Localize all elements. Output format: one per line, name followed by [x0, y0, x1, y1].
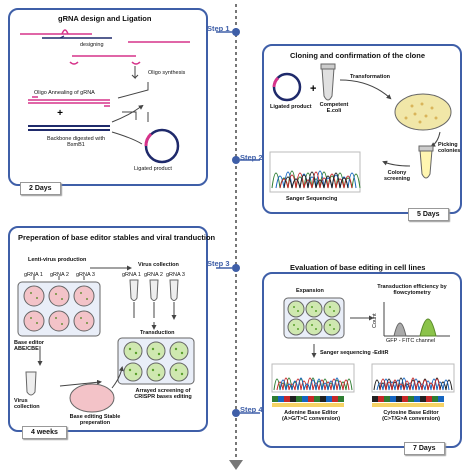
- expansion-label: Expansion: [296, 288, 324, 294]
- tube-grna3-label: gRNA 3: [166, 272, 185, 278]
- base-editor-label: Base editor ABE/CBE: [14, 340, 44, 353]
- designing-label: designing: [80, 42, 104, 48]
- virus-collection-label: Virus collection: [138, 262, 179, 268]
- transduction-label: Transduction: [140, 330, 175, 336]
- oligo-annealing-label: Oligo Annealing of gRNA: [34, 90, 95, 96]
- competent-ecoli-label: Competent E.coli: [319, 102, 349, 115]
- tube-grna2-label: gRNA 2: [144, 272, 163, 278]
- panel-cloning-title: Cloning and confirmation of the clone: [290, 51, 425, 60]
- duration-7-days: 7 Days: [404, 442, 445, 455]
- count-axis-label: Count: [372, 313, 378, 328]
- duration-4-weeks: 4 weeks: [22, 426, 67, 439]
- panel-grna-title: gRNA design and Ligation: [58, 14, 152, 23]
- backbone-label: Backbone digested with BsmB1: [46, 136, 106, 149]
- ligated-product-label: Ligated product: [134, 166, 172, 172]
- colony-screening-label: Colony screening: [384, 170, 410, 183]
- cbe-label: Cytosine Base Editor (C>T/G>A conversion…: [382, 410, 440, 423]
- cloning-ligated-label: Ligated product: [270, 104, 312, 110]
- oligo-synthesis-label: Oligo synthesis: [148, 70, 186, 76]
- panel-stables-title: Preperation of base editor stables and v…: [18, 233, 216, 242]
- tube-grna1-label: gRNA 1: [122, 272, 141, 278]
- sanger-sequencing-label: Sanger Sequencing: [286, 196, 338, 202]
- grna3-label: gRNA 3: [76, 272, 95, 278]
- step-4-label: Step 4: [240, 405, 263, 414]
- grna2-label: gRNA 2: [50, 272, 69, 278]
- picking-colonies-label: Picking colonies: [438, 142, 461, 155]
- sanger-editr-label: Sanger sequencing -EditR: [320, 350, 389, 356]
- virus-collection-2-label: Virus collection: [14, 398, 40, 411]
- transformation-label: Transformation: [350, 74, 391, 80]
- svg-text:+: +: [57, 108, 63, 119]
- step-1-label: Step 1: [207, 24, 230, 33]
- step-3-label: Step 3: [207, 259, 230, 268]
- svg-text:+: +: [310, 83, 316, 95]
- stable-prep-label: Base editing Stable preperation: [69, 414, 121, 427]
- duration-2-days: 2 Days: [20, 182, 61, 195]
- lenti-virus-label: Lenti-virus production: [28, 257, 87, 263]
- step-2-label: Step 2: [240, 153, 263, 162]
- gfp-axis-label: GFP - FITC channel: [386, 338, 436, 344]
- grna1-label: gRNA 1: [24, 272, 43, 278]
- transduction-efficiency-label: Transduction efficiency by flowcytometry: [377, 284, 447, 297]
- arrayed-screening-label: Arrayed screening of CRISPR bases editin…: [134, 388, 192, 401]
- panel-evaluation-title: Evaluation of base editing in cell lines: [290, 263, 426, 272]
- abe-label: Adenine Base Editor (A>G/T>C conversion): [281, 410, 341, 423]
- duration-5-days: 5 Days: [408, 208, 449, 221]
